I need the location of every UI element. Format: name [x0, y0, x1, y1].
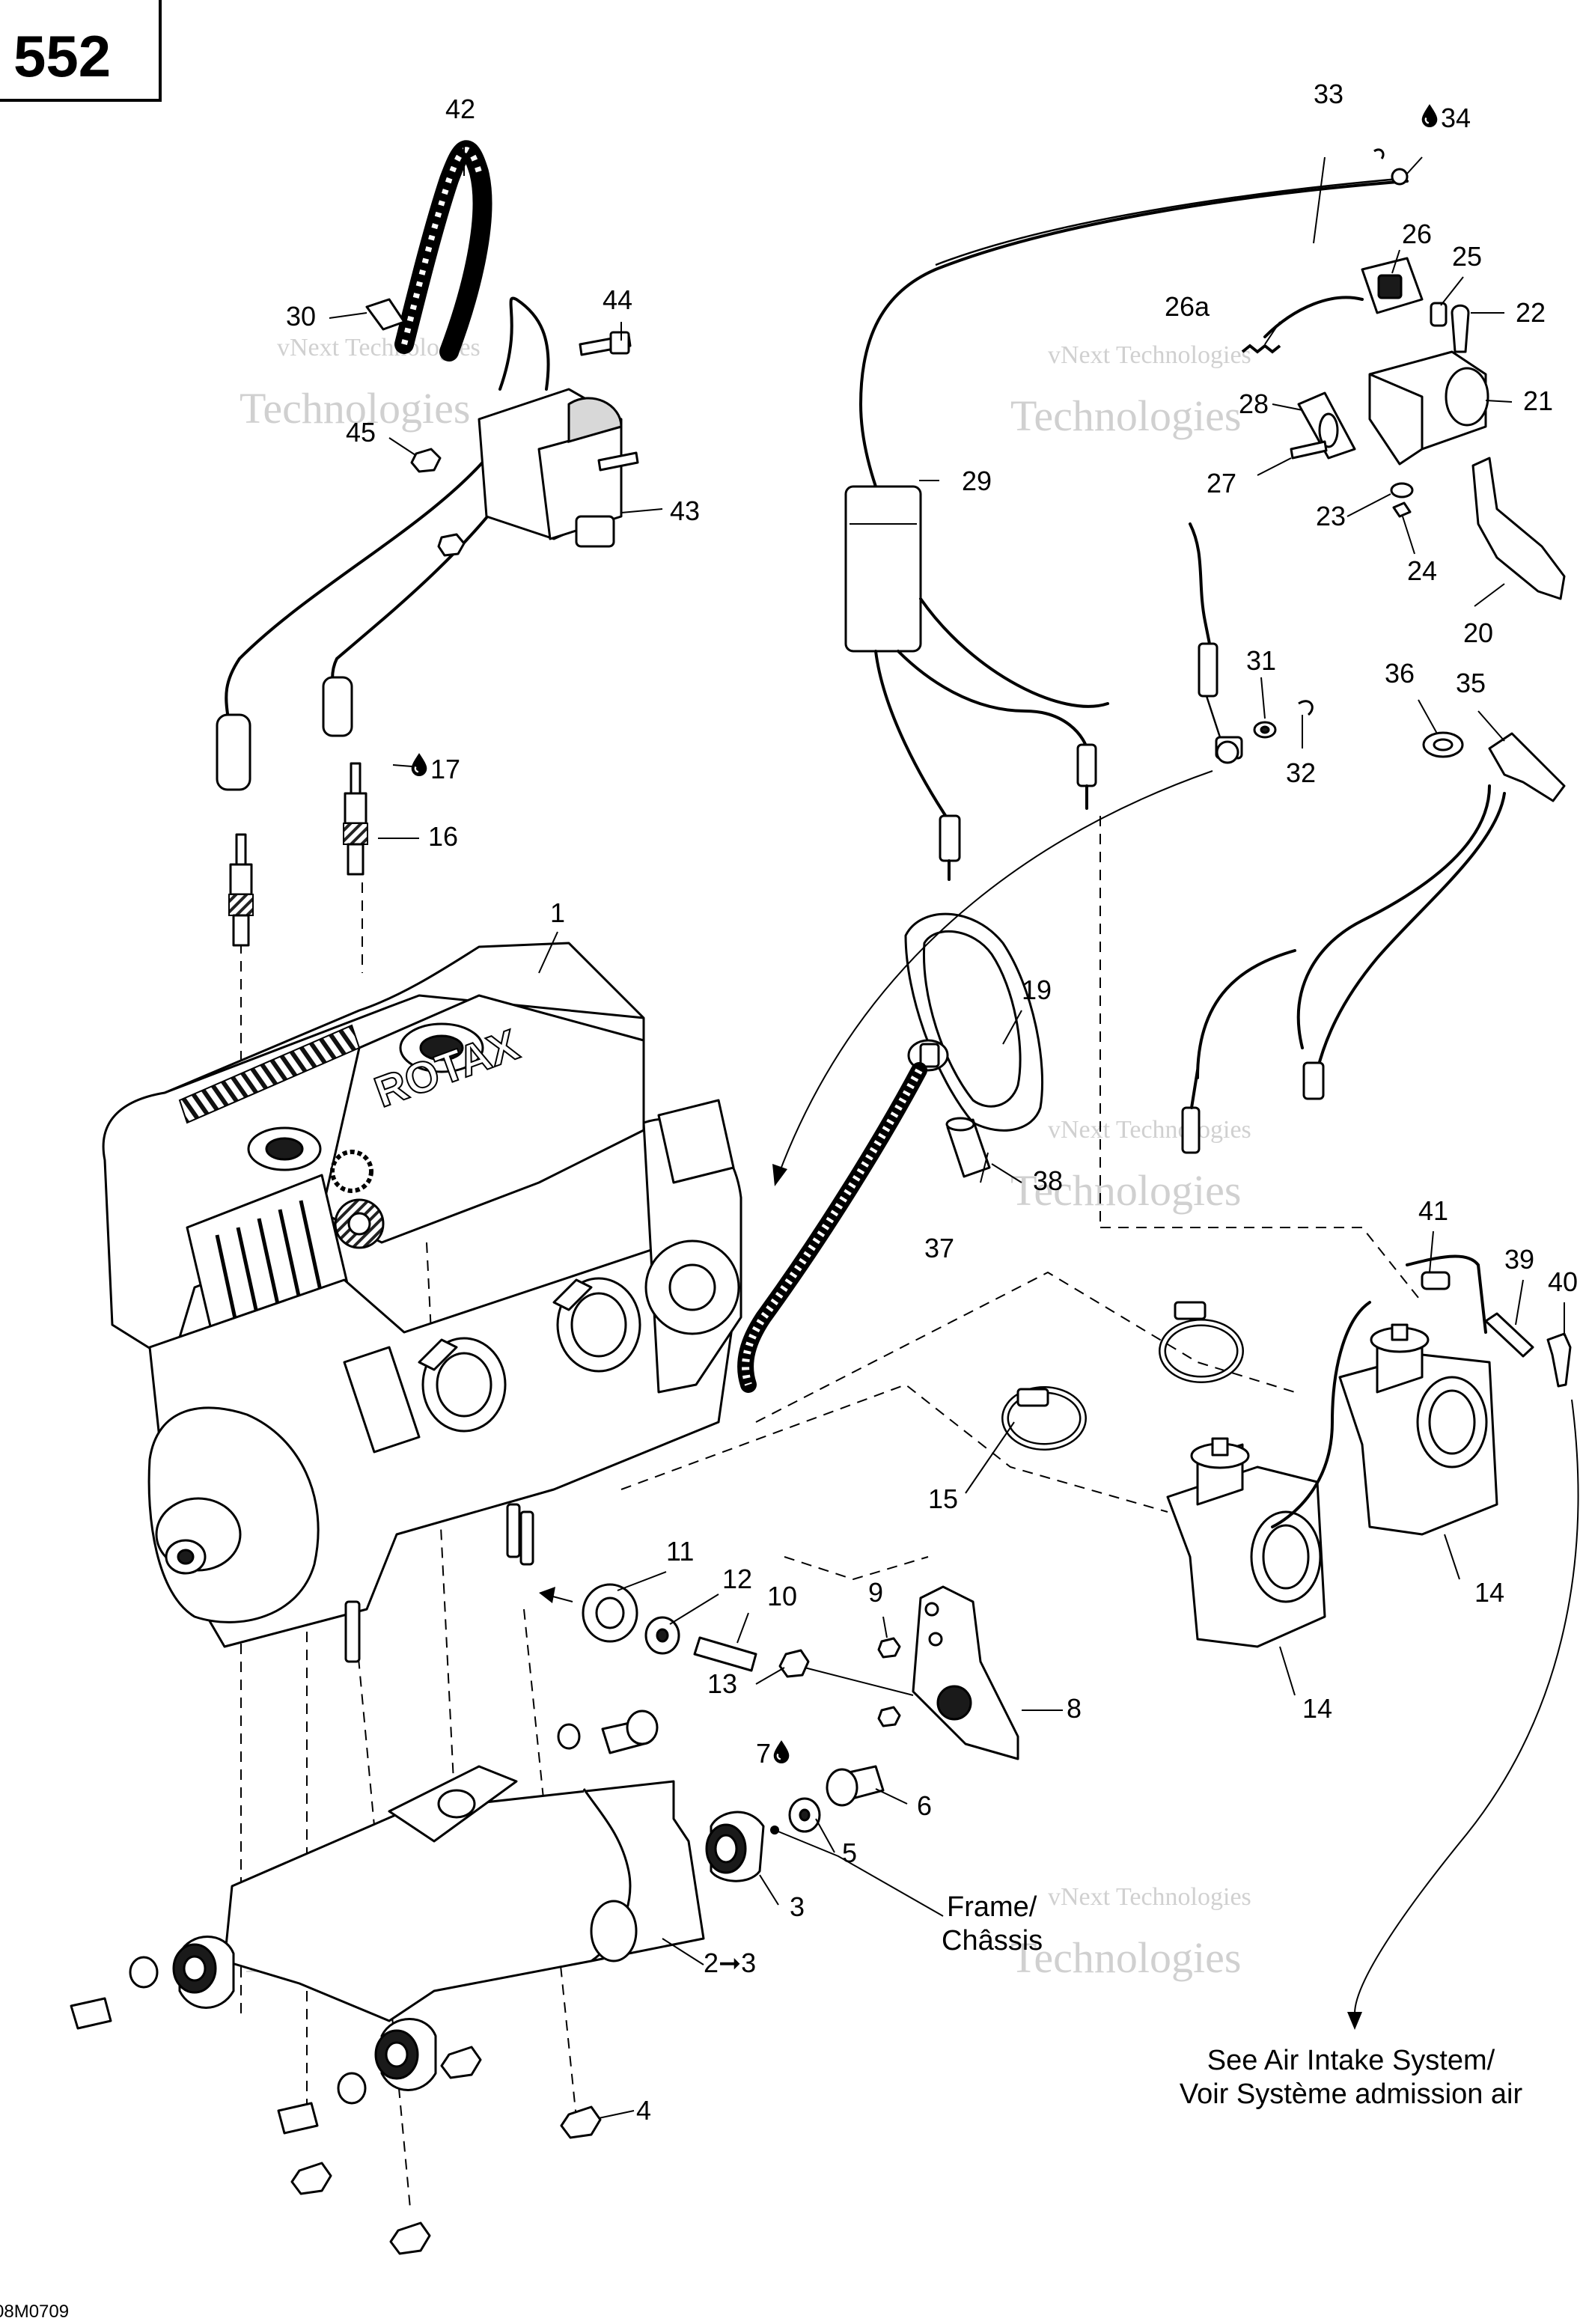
ignition-coil-assembly: [216, 140, 639, 791]
callout-7: 7: [756, 1738, 771, 1769]
callout-4: 4: [636, 2095, 651, 2126]
watermark-line1: vNext Technologies: [1048, 1116, 1251, 1144]
watermark-line2: Technologies: [1010, 1166, 1241, 1215]
callout-35: 35: [1456, 668, 1486, 698]
callout-labels: 42 30 44 45 43 17 16 1 19 38 37 33 34 26…: [286, 79, 1578, 2126]
engine-block: ROTAX: [102, 942, 742, 1663]
frame-reference-line2: Châssis: [942, 1925, 1043, 1957]
callout-24: 24: [1407, 555, 1437, 586]
throttle-housing: [1241, 257, 1566, 600]
lubricant-drop-icon: [410, 752, 428, 776]
watermark-line2: Technologies: [1010, 1933, 1241, 1982]
choke-cable: [1181, 731, 1566, 1154]
callout-26a: 26a: [1165, 291, 1210, 322]
callout-30: 30: [286, 301, 316, 332]
watermark-line1: vNext Technologies: [1048, 341, 1251, 369]
callout-32: 32: [1286, 757, 1316, 788]
drawing-code: 08M0709: [0, 2302, 69, 2322]
callout-22: 22: [1516, 297, 1546, 328]
reference-notes: Frame/ Châssis See Air Intake System/ Vo…: [942, 1891, 1522, 2110]
callout-19: 19: [1022, 975, 1052, 1005]
callout-25: 25: [1452, 241, 1482, 272]
callout-27: 27: [1207, 468, 1236, 498]
callout-40: 40: [1548, 1266, 1578, 1297]
callout-44: 44: [603, 284, 632, 315]
callout-6: 6: [917, 1790, 932, 1821]
callout-17: 17: [430, 754, 460, 784]
page-number-box: 552: [0, 0, 162, 102]
callout-14-front: 14: [1302, 1693, 1332, 1724]
callout-14-rear: 14: [1474, 1577, 1504, 1608]
callout-11: 11: [666, 1536, 694, 1567]
throttle-cable-harness: [844, 148, 1409, 881]
callout-16: 16: [428, 821, 458, 852]
watermark-line2: Technologies: [240, 384, 470, 433]
callout-29: 29: [962, 466, 992, 496]
callout-42: 42: [445, 94, 475, 124]
callout-41: 41: [1418, 1195, 1448, 1226]
recoil-starter: [737, 912, 1044, 1393]
callout-1: 1: [550, 897, 565, 928]
callout-3: 3: [790, 1891, 805, 1922]
engine-mount-hardware: [557, 1583, 1019, 1882]
watermarks: vNext Technologies Technologies vNext Te…: [240, 334, 1251, 1982]
air-intake-reference-line2: Voir Système admission air: [1180, 2079, 1523, 2110]
leader-lines: [329, 142, 1565, 2119]
callout-45: 45: [346, 417, 376, 448]
callout-20: 20: [1463, 617, 1493, 648]
arrows: [539, 770, 1579, 2030]
watermark-line2: Technologies: [1010, 391, 1241, 440]
callout-8: 8: [1067, 1693, 1082, 1724]
callout-43: 43: [670, 495, 700, 526]
spark-plugs: [228, 762, 368, 947]
callout-9: 9: [868, 1577, 883, 1608]
frame-reference-line1: Frame/: [947, 1891, 1037, 1923]
callout-31: 31: [1246, 645, 1276, 676]
callout-5: 5: [842, 1837, 857, 1868]
callout-33: 33: [1314, 79, 1343, 109]
callout-15: 15: [928, 1483, 958, 1514]
callout-10: 10: [767, 1581, 797, 1611]
callout-13: 13: [707, 1668, 737, 1699]
air-intake-reference-line1: See Air Intake System/: [1207, 2045, 1495, 2076]
callout-12: 12: [722, 1564, 752, 1594]
callout-39: 39: [1504, 1244, 1534, 1275]
lubricant-drop-icon: [772, 1739, 790, 1763]
callout-38: 38: [1033, 1165, 1063, 1196]
page-number: 552: [13, 23, 111, 89]
watermark-line1: vNext Technologies: [1048, 1883, 1251, 1911]
callout-28: 28: [1239, 388, 1269, 419]
lubricant-drop-icon: [1421, 103, 1439, 127]
callout-37: 37: [924, 1233, 954, 1263]
callout-21: 21: [1523, 385, 1553, 416]
callout-23: 23: [1316, 501, 1346, 531]
callout-26: 26: [1402, 219, 1432, 249]
callout-2: 2➞3: [704, 1948, 756, 1978]
callout-36: 36: [1385, 658, 1415, 689]
engine-support-frame: [70, 1765, 705, 2255]
carburetors: [1001, 1254, 1572, 1648]
callout-34: 34: [1441, 103, 1471, 133]
